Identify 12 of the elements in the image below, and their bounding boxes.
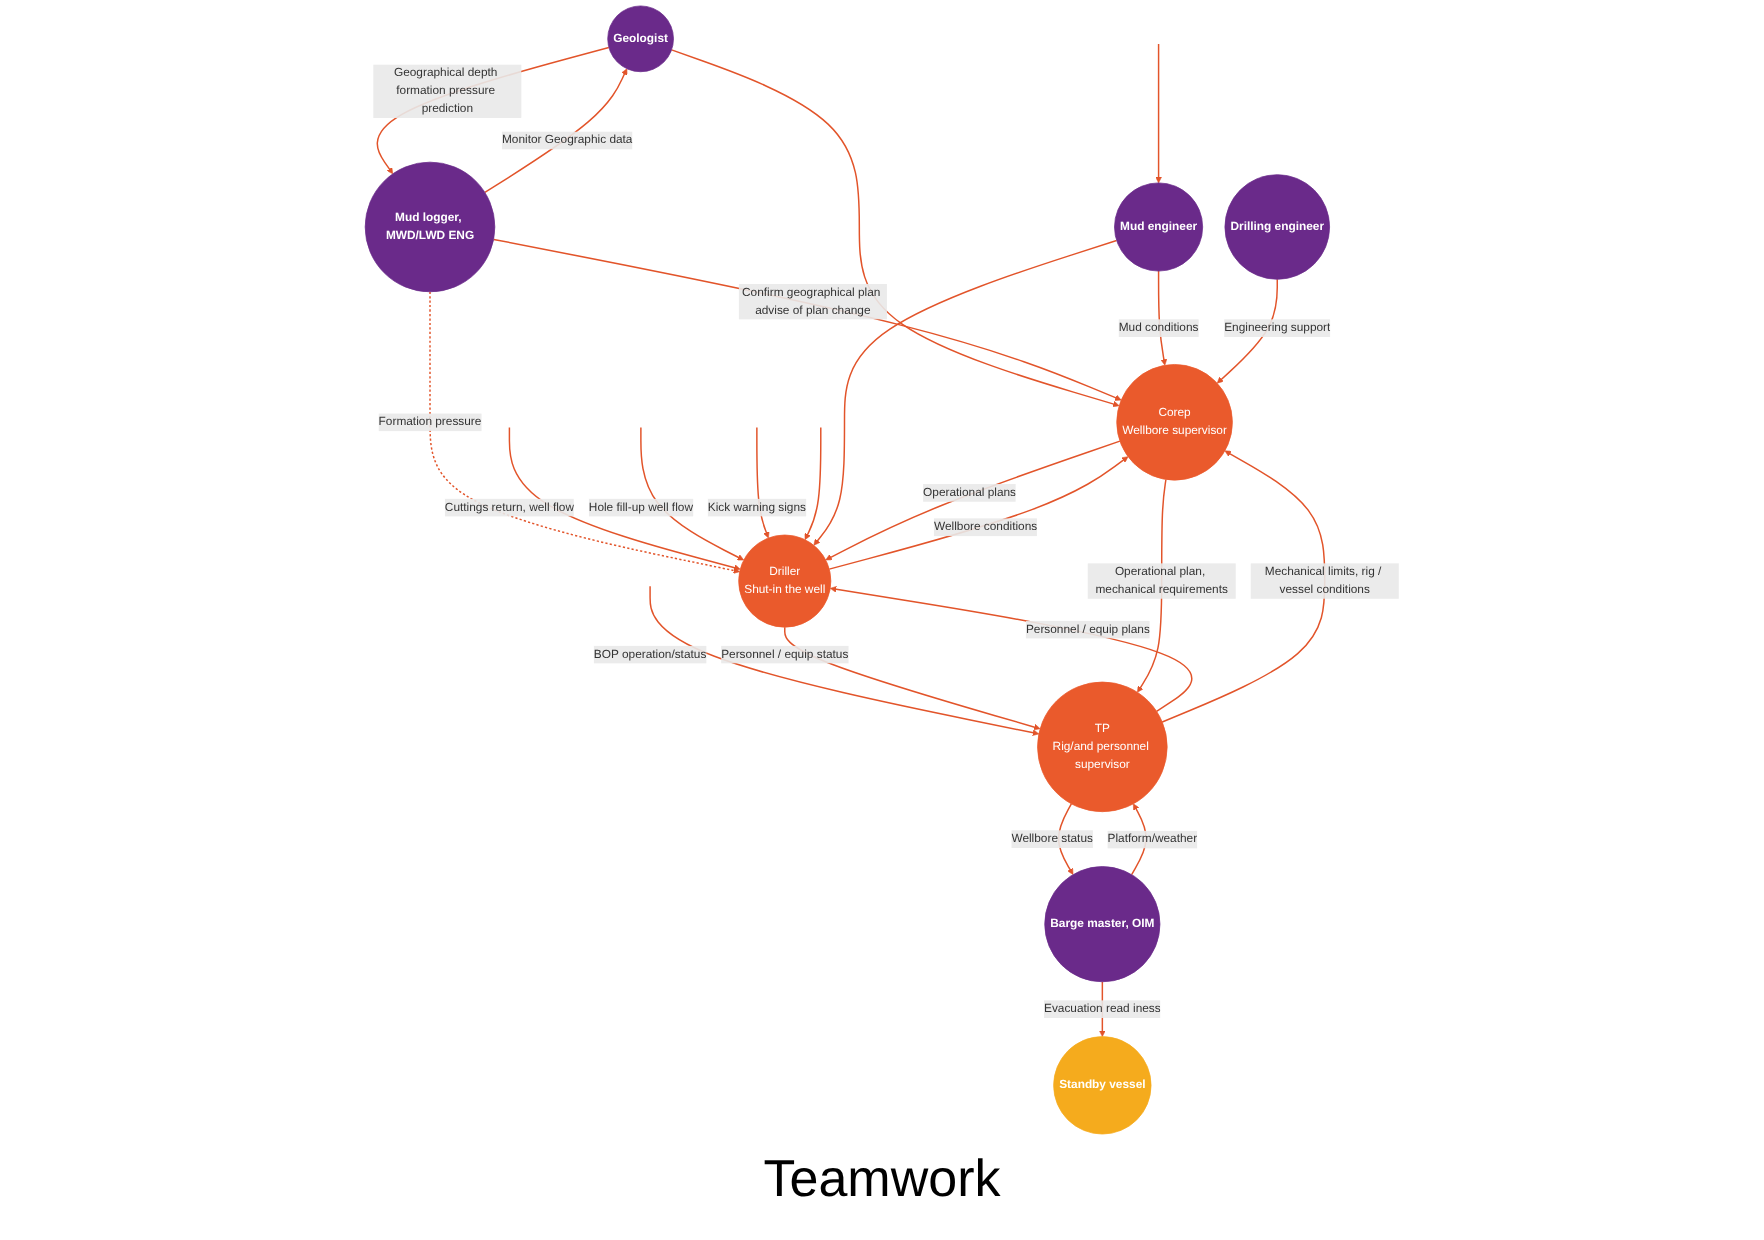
arrow [813, 239, 1118, 546]
arrow [830, 586, 1193, 713]
arrow [429, 291, 740, 574]
arrow [508, 426, 741, 571]
arrow [1161, 450, 1326, 723]
arrow [804, 426, 822, 540]
caption: Teamwork [763, 1148, 1001, 1210]
arrow [825, 440, 1121, 561]
arrow [492, 238, 1122, 401]
arrow [828, 456, 1129, 570]
arrow [670, 49, 1120, 408]
arrow [1155, 43, 1162, 184]
